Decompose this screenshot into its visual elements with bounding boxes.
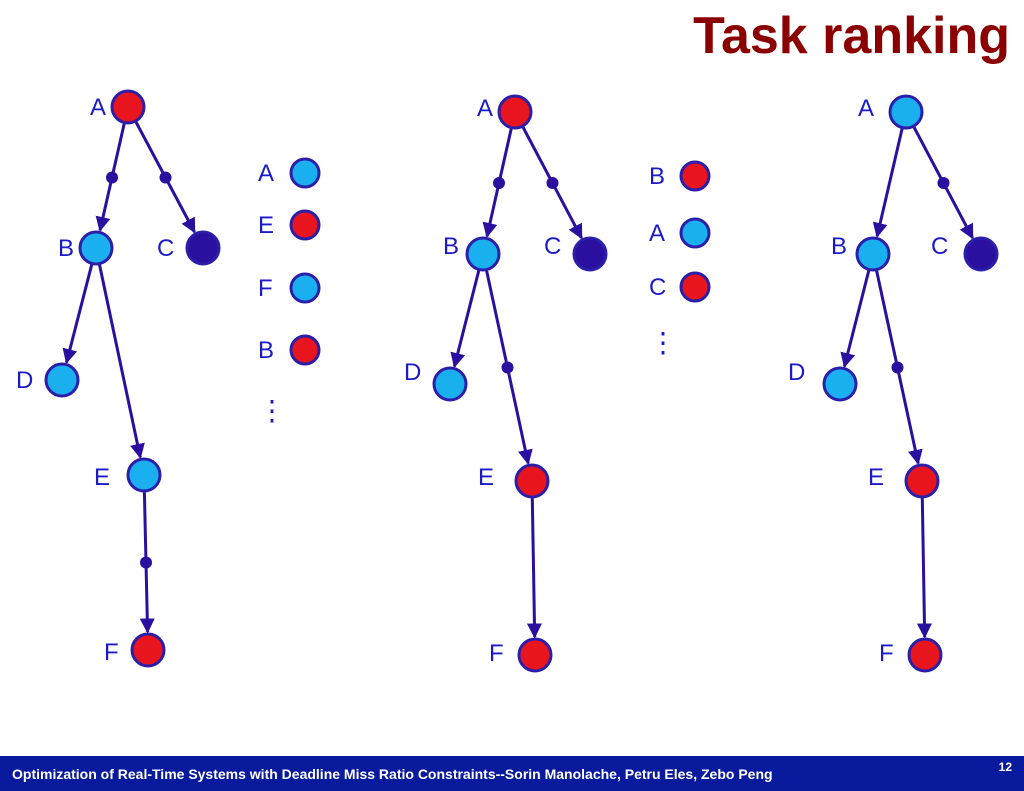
node-label-c: C (157, 235, 174, 262)
token-dot-e-f (140, 556, 152, 569)
edge-b-e (97, 263, 145, 459)
node-f (130, 632, 166, 668)
node-label-f: F (104, 639, 119, 666)
task-graph-3: A B C D E F (788, 94, 999, 673)
node-f (517, 637, 553, 673)
node-b (78, 230, 114, 266)
node-label-b: B (443, 233, 459, 260)
node-label-f: F (879, 640, 894, 667)
node-c (963, 236, 999, 272)
ranking-label-b: B (649, 163, 665, 190)
node-e (904, 463, 940, 499)
node-label-b: B (58, 235, 74, 262)
node-label-d: D (404, 359, 421, 386)
edge-a-b (872, 127, 904, 238)
node-c (572, 236, 608, 272)
node-b (465, 236, 501, 272)
token-dot-a-c (159, 171, 172, 184)
edge-b-d (840, 269, 871, 369)
ranking-node-f (289, 272, 321, 304)
node-e (126, 457, 162, 493)
footer-bar: Optimization of Real-Time Systems with D… (0, 756, 1024, 791)
node-label-a: A (477, 95, 493, 122)
node-d (44, 362, 80, 398)
node-e (514, 463, 550, 499)
node-d (432, 366, 468, 402)
node-label-a: A (90, 94, 106, 121)
ranking-node-b (289, 334, 321, 366)
page-number: 12 (998, 760, 1012, 774)
node-a (497, 94, 533, 130)
edge-e-f (916, 496, 932, 639)
edge-b-d (62, 263, 94, 365)
ranking-list: B AC ⋮ (649, 160, 711, 358)
node-label-d: D (788, 359, 805, 386)
node-d (822, 366, 858, 402)
ranking-label-f: F (258, 275, 273, 302)
node-c (185, 230, 221, 266)
ranking-node-b (679, 160, 711, 192)
ranking-node-a (289, 157, 321, 189)
ranking-label-a: A (258, 160, 274, 187)
slide-title: Task ranking (693, 7, 1010, 65)
footer-citation: Optimization of Real-Time Systems with D… (12, 766, 773, 782)
node-a (110, 89, 146, 125)
node-label-c: C (544, 233, 561, 260)
node-f (907, 637, 943, 673)
edge-b-d (450, 269, 481, 369)
token-dot-b-e (501, 361, 514, 374)
ranking-ellipsis: ⋮ (258, 395, 286, 426)
token-dot-a-b (106, 171, 118, 184)
ranking-node-a (679, 217, 711, 249)
token-dot-b-e (891, 361, 904, 374)
edge-e-f (526, 496, 542, 639)
node-label-c: C (931, 233, 948, 260)
token-dot-a-c (546, 177, 559, 189)
node-b (855, 236, 891, 272)
ranking-label-a: A (649, 220, 665, 247)
node-label-e: E (478, 464, 494, 491)
ranking-label-c: C (649, 274, 666, 301)
token-dot-a-c (937, 177, 950, 189)
ranking-node-c (679, 271, 711, 303)
node-label-b: B (831, 233, 847, 260)
ranking-list: AE F B ⋮ (258, 157, 321, 426)
node-label-e: E (94, 464, 110, 491)
ranking-label-e: E (258, 212, 274, 239)
node-label-a: A (858, 95, 874, 122)
node-label-e: E (868, 464, 884, 491)
node-label-d: D (16, 367, 33, 394)
ranking-node-e (289, 209, 321, 241)
node-label-f: F (489, 640, 504, 667)
ranking-label-b: B (258, 337, 274, 364)
ranking-ellipsis: ⋮ (649, 327, 677, 358)
token-dot-a-b (493, 177, 505, 189)
node-a (888, 94, 924, 130)
